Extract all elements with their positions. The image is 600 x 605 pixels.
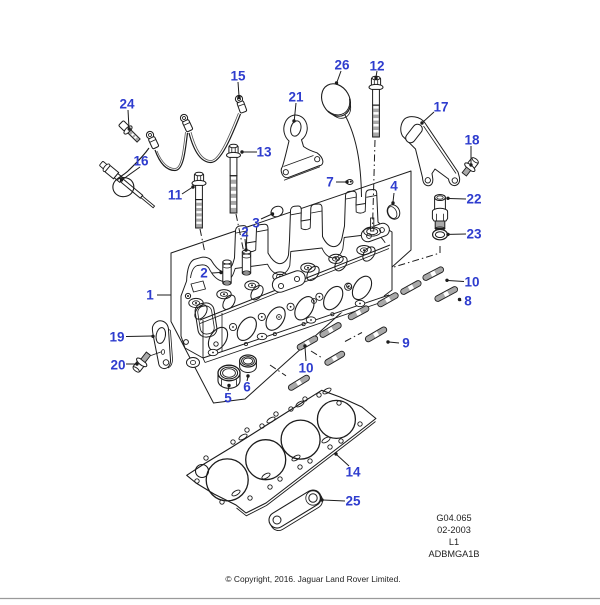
svg-text:22: 22 (466, 192, 481, 207)
svg-text:2: 2 (241, 225, 249, 240)
svg-text:10: 10 (464, 275, 479, 290)
svg-text:9: 9 (402, 336, 410, 351)
svg-text:L1: L1 (449, 537, 459, 547)
svg-text:10: 10 (298, 361, 313, 376)
svg-text:11: 11 (168, 188, 183, 203)
svg-text:12: 12 (369, 59, 384, 74)
svg-text:25: 25 (345, 494, 361, 509)
svg-text:24: 24 (119, 97, 135, 112)
svg-text:16: 16 (133, 154, 149, 169)
svg-text:2: 2 (200, 266, 208, 281)
svg-text:17: 17 (433, 100, 448, 115)
svg-text:© Copyright, 2016. Jaguar Land: © Copyright, 2016. Jaguar Land Rover Lim… (225, 574, 400, 584)
svg-text:15: 15 (230, 69, 246, 84)
svg-text:13: 13 (256, 145, 272, 160)
svg-text:8: 8 (464, 294, 472, 309)
svg-text:23: 23 (466, 227, 482, 242)
svg-text:02-2003: 02-2003 (437, 525, 471, 535)
svg-text:18: 18 (464, 133, 480, 148)
svg-text:14: 14 (345, 465, 361, 480)
svg-text:5: 5 (224, 391, 232, 406)
svg-text:ADBMGA1B: ADBMGA1B (428, 549, 479, 559)
svg-text:3: 3 (252, 216, 260, 231)
svg-text:6: 6 (243, 380, 251, 395)
svg-text:19: 19 (109, 330, 124, 345)
svg-text:1: 1 (146, 288, 154, 303)
svg-text:20: 20 (110, 358, 125, 373)
svg-text:7: 7 (326, 175, 334, 190)
svg-text:21: 21 (288, 90, 304, 105)
svg-text:26: 26 (334, 58, 350, 73)
svg-text:G04.065: G04.065 (436, 513, 471, 523)
svg-text:4: 4 (390, 179, 398, 194)
